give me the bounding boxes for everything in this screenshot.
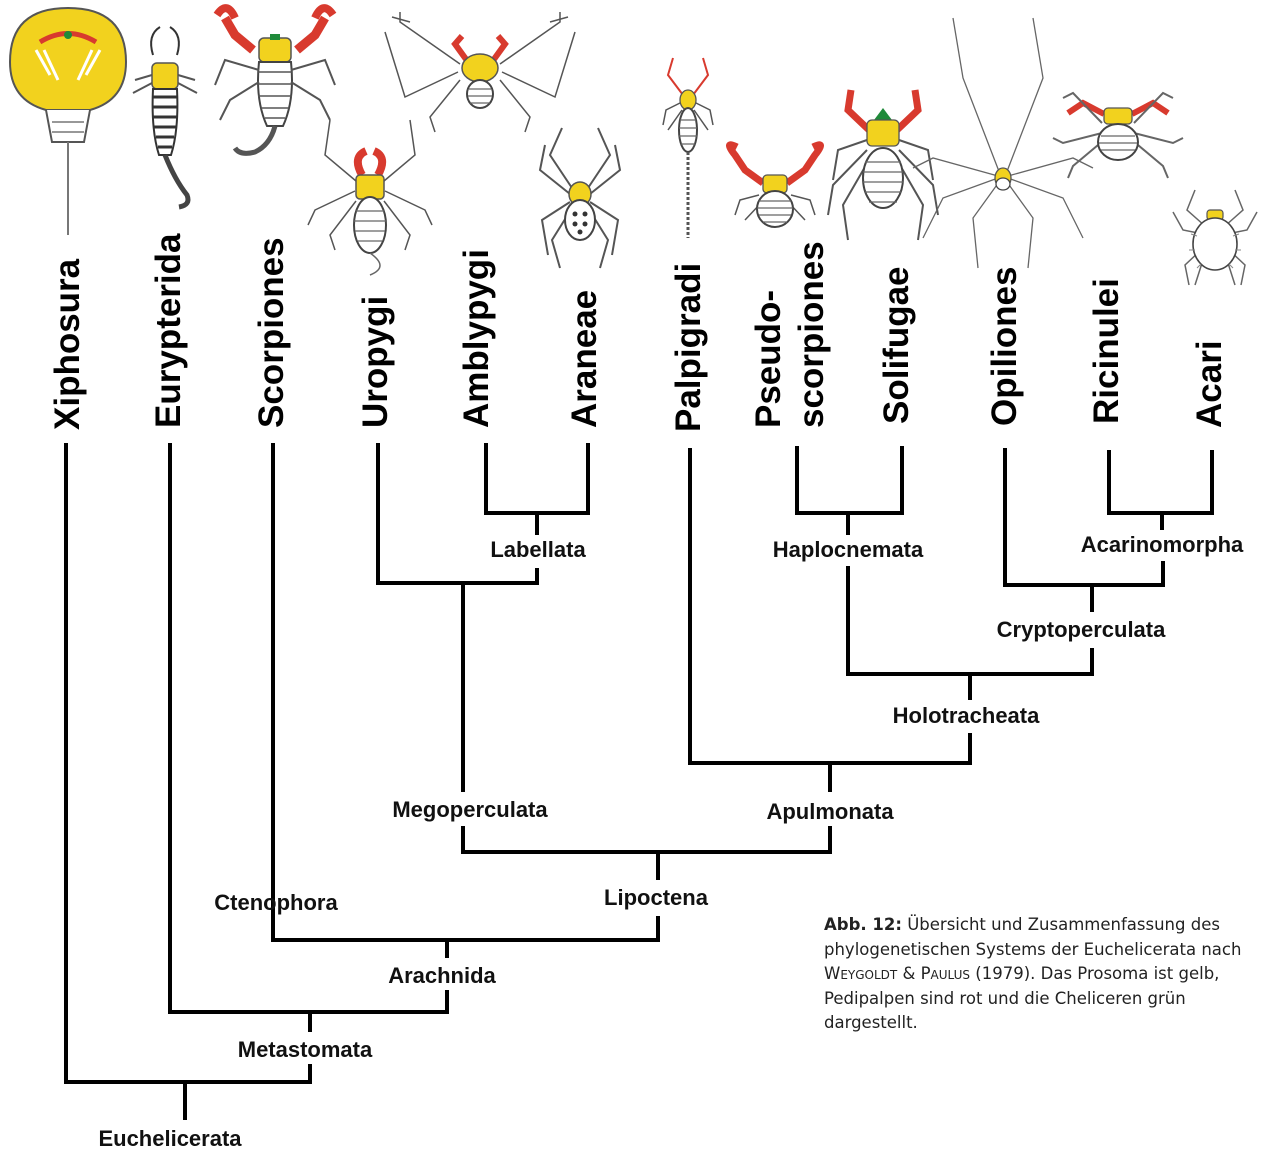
clade-label-metastomata: Metastomata <box>238 1037 373 1062</box>
taxon-label-acari: Acari <box>1190 340 1229 428</box>
clade-label-acarinomorpha: Acarinomorpha <box>1081 532 1244 557</box>
whip-scorpion-icon <box>308 120 432 275</box>
pseudoscorpion-icon <box>729 145 820 227</box>
taxon-label-opiliones: Opiliones <box>985 267 1024 426</box>
taxon-label-araneae: Araneae <box>565 290 604 428</box>
branch-arachnida <box>273 445 658 956</box>
taxon-label-scorpiones: Scorpiones <box>252 237 291 428</box>
taxon-labels: Xiphosura Eurypterida Scorpiones Uropygi… <box>48 233 1229 432</box>
caption-label: Abb. 12: <box>824 915 902 934</box>
clade-label-cryptoperculata: Cryptoperculata <box>997 617 1166 642</box>
clade-label-arachnida: Arachnida <box>388 963 496 988</box>
clade-label-holotracheata: Holotracheata <box>893 703 1040 728</box>
caption-ampersand: & <box>897 964 920 983</box>
branch-lipoctena <box>463 828 830 878</box>
caption-author-2: Paulus <box>921 964 970 983</box>
caption-author-1: Weygoldt <box>824 964 897 983</box>
taxon-label-ricinulei: Ricinulei <box>1087 278 1126 424</box>
microwhip-scorpion-icon <box>663 58 713 238</box>
taxon-label-pseudoscorpiones-line2: scorpiones <box>792 241 831 428</box>
horseshoe-crab-icon <box>10 8 126 235</box>
branch-labellata <box>486 445 588 533</box>
clade-label-lipoctena: Lipoctena <box>604 885 709 910</box>
hooded-tickspider-icon <box>1053 93 1183 178</box>
taxon-label-solifugae: Solifugae <box>877 266 916 424</box>
clade-label-megoperculata: Megoperculata <box>392 797 548 822</box>
taxon-label-eurypterida: Eurypterida <box>149 233 188 428</box>
whip-spider-icon <box>385 12 575 132</box>
mite-icon <box>1173 190 1257 285</box>
branch-acarinomorpha <box>1109 452 1212 528</box>
camel-spider-icon <box>828 90 938 240</box>
taxon-label-xiphosura: Xiphosura <box>48 258 87 430</box>
branch-cryptoperculata <box>1005 450 1163 610</box>
animal-illustrations <box>10 8 1257 285</box>
scorpion-icon <box>215 8 335 153</box>
branch-haplocnemata <box>797 448 902 533</box>
clade-label-apulmonata: Apulmonata <box>766 799 894 824</box>
taxon-label-uropygi: Uropygi <box>356 296 395 428</box>
branch-apulmonata <box>690 450 970 790</box>
clade-labels: Labellata Haplocnemata Acarinomorpha Cry… <box>98 532 1244 1151</box>
taxon-label-palpigradi: Palpigradi <box>669 263 708 432</box>
clade-label-ctenophora: Ctenophora <box>214 890 338 915</box>
figure-caption: Abb. 12: Übersicht und Zusammenfassung d… <box>824 913 1254 1036</box>
clade-label-haplocnemata: Haplocnemata <box>773 537 924 562</box>
spider-icon <box>540 128 620 268</box>
clade-label-labellata: Labellata <box>490 537 586 562</box>
clade-label-euchelicerata: Euchelicerata <box>98 1126 242 1151</box>
taxon-label-amblypygi: Amblypygi <box>457 249 496 428</box>
branch-metastomata <box>170 445 447 1030</box>
sea-scorpion-icon <box>133 27 197 207</box>
taxon-label-pseudoscorpiones-line1: Pseudo- <box>749 290 788 428</box>
branch-megoperculata <box>378 445 537 790</box>
